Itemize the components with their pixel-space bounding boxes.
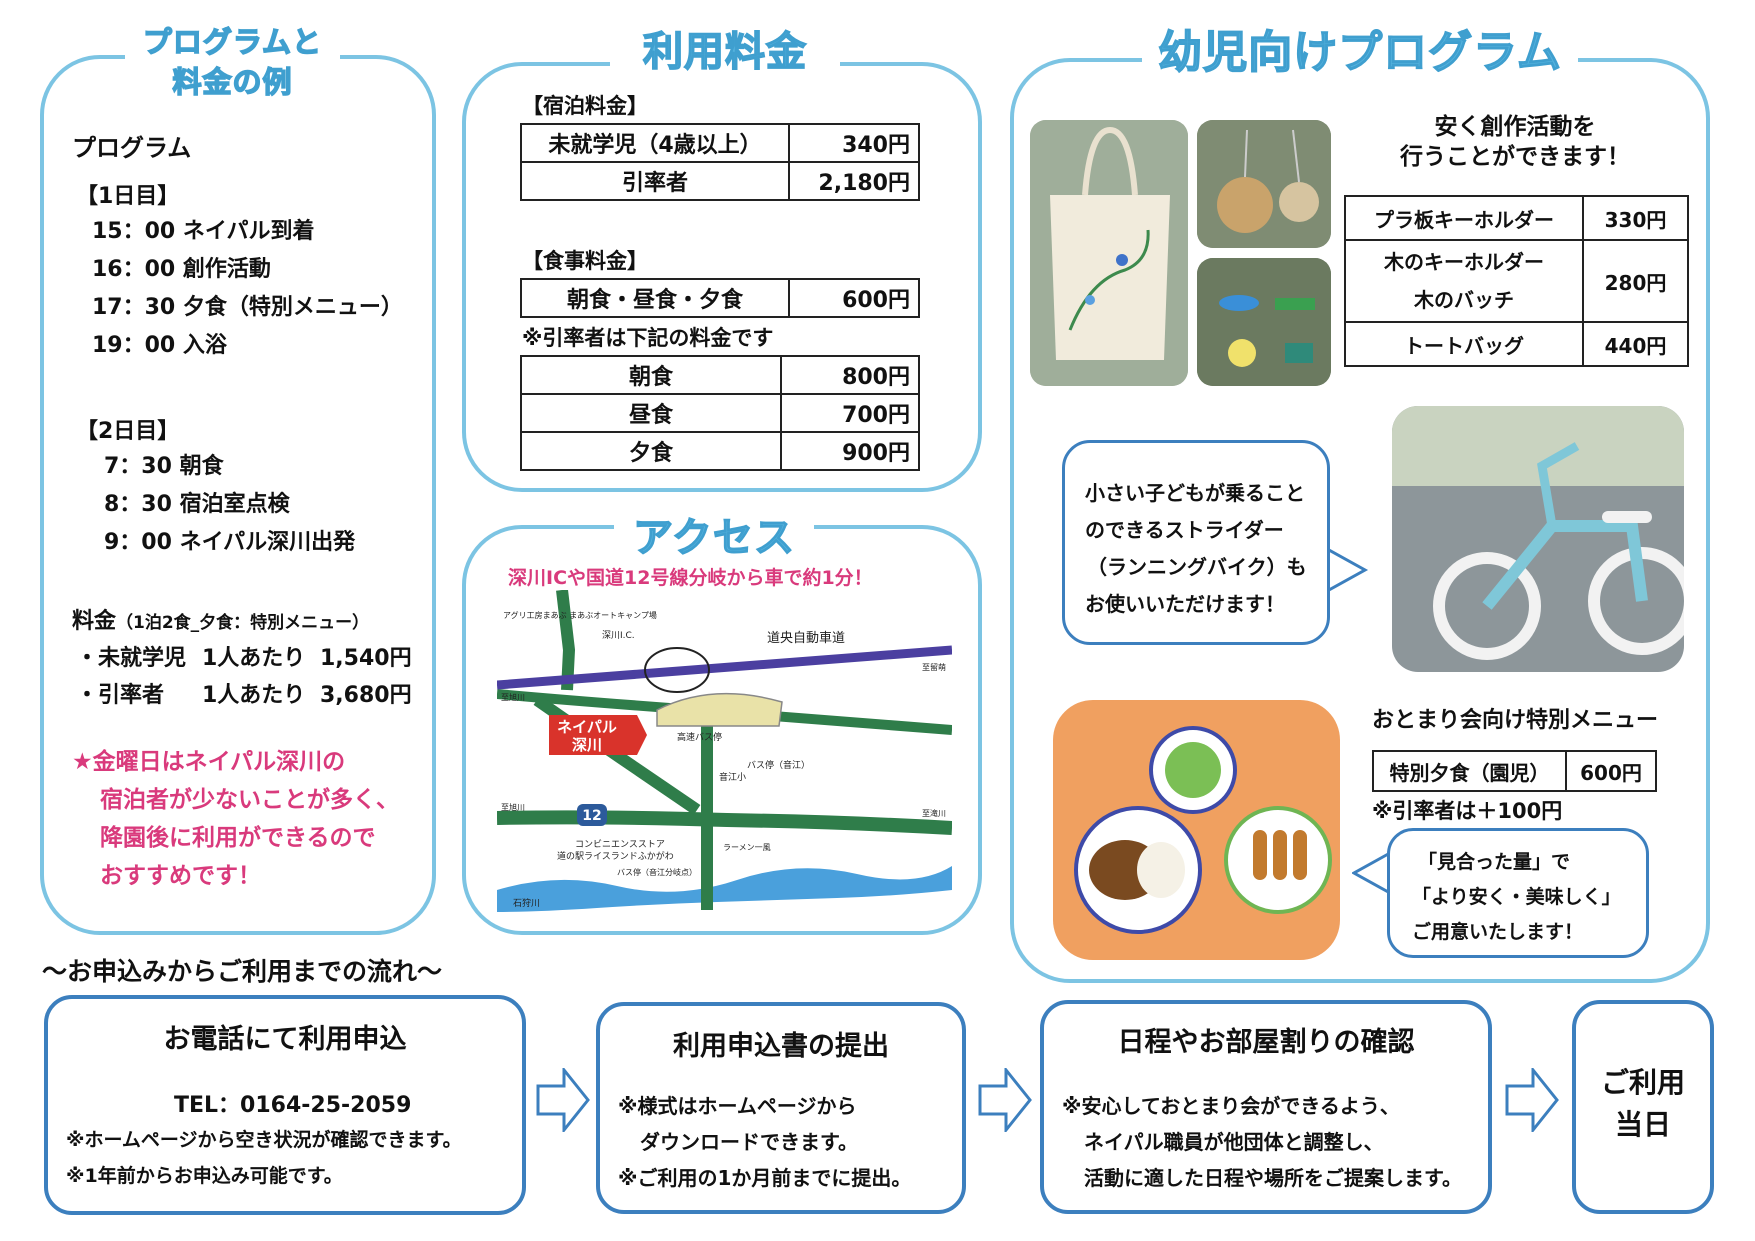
program-panel-title: プログラムと 料金の例 <box>125 22 340 102</box>
flow-step-schedule-check: 日程やお部屋割りの確認 ※安心しておとまり会ができるよう、 ネイパル職員が他団体… <box>1040 1000 1492 1214</box>
school-label: 音江小 <box>719 771 746 783</box>
river-label: 石狩川 <box>513 897 540 909</box>
flow-arrow-icon <box>1505 1068 1559 1132</box>
ic-loop <box>644 647 710 693</box>
north-road <box>556 590 576 691</box>
flow-arrow-icon <box>536 1068 590 1132</box>
day2-label: 【2日目】 <box>76 419 180 444</box>
meal-fee-label: 【食事料金】 <box>522 249 648 273</box>
schedule-item: 8：30 宿泊室点検 <box>104 492 290 517</box>
schedule-item: 19：00 入浴 <box>92 333 227 358</box>
tote-bag-icon <box>1030 120 1188 386</box>
day2-schedule: 7：30 朝食 8：30 宿泊室点検 9：00 ネイパル深川出発 <box>104 448 355 562</box>
schedule-item: 9：00 ネイパル深川出発 <box>104 530 356 555</box>
michinoeki-label: 道の駅ライスランドふかがわ <box>557 850 674 862</box>
strider-bike-icon <box>1392 406 1684 672</box>
neipal-label-1: ネイパル <box>557 718 617 736</box>
access-subtitle: 深川ICや国道12号線分岐から車で約1分！ <box>508 567 873 589</box>
expressway-label: 道央自動車道 <box>767 631 845 646</box>
menu-bubble: 「見合った量」で 「より安く・美味しく」 ご用意いたします！ <box>1387 828 1649 958</box>
convenience-label: コンビニエンスストア <box>575 839 665 850</box>
menu-table: 特別夕食（園児）600円 <box>1372 750 1657 792</box>
ic-label: 深川I.C. <box>602 630 635 641</box>
schedule-item: 7：30 朝食 <box>104 454 224 479</box>
strider-bubble: 小さい子どもが乗ること のできるストライダー （ランニングバイク）も お使いいた… <box>1062 440 1330 645</box>
route-12-road <box>497 810 952 835</box>
strider-bubble-tail <box>1320 543 1369 597</box>
otoe-bus-stop-label: バス停（音江） <box>747 759 810 771</box>
route-12-badge <box>577 804 607 826</box>
stay-fee-label: 【宿泊料金】 <box>522 94 648 118</box>
menu-note: ※引率者は＋100円 <box>1372 799 1563 823</box>
flow-step-day-of-use: ご利用 当日 <box>1572 1000 1714 1214</box>
neipal-label-2: 深川 <box>572 736 602 754</box>
schedule-item: 15：00 ネイパル到着 <box>92 219 315 244</box>
schedule-item: 16：00 創作活動 <box>92 257 271 282</box>
facility-label: アグリ工房まあぶ まあぶオートキャンプ場 <box>503 610 657 620</box>
day1-schedule: 15：00 ネイパル到着 16：00 創作活動 17：30 夕食（特別メニュー）… <box>92 213 403 365</box>
keychain-icon <box>1197 120 1331 248</box>
access-panel-title: アクセス <box>614 512 814 564</box>
keychain-photo <box>1197 120 1331 248</box>
flow-arrow-icon <box>978 1068 1032 1132</box>
to-takikawa-label: 至滝川 <box>922 808 946 818</box>
menu-heading: おとまり会向け特別メニュー <box>1372 708 1659 733</box>
flow-step-phone: お電話にて利用申込 TEL：0164-25-2059 ※ホームページから空き状況… <box>44 995 526 1215</box>
flow-heading: ～お申込みからご利用までの流れ～ <box>42 957 443 986</box>
menu-bubble-tail <box>1352 851 1391 895</box>
tote-bag-photo <box>1030 120 1188 386</box>
river-shape <box>497 866 952 912</box>
neipal-marker <box>549 715 647 755</box>
flow-step-application-form: 利用申込書の提出 ※様式はホームページから ダウンロードできます。 ※ご利用の1… <box>596 1002 966 1214</box>
craft-heading: 安く創作活動を 行うことができます！ <box>1400 114 1630 170</box>
strider-photo <box>1392 406 1684 672</box>
table-row: 未就学児（4歳以上）340円 <box>520 123 920 163</box>
to-asahikawa-label: 至旭川 <box>501 692 525 702</box>
fee-heading: 料金（1泊2食_夕食：特別メニュー） <box>72 609 370 634</box>
facility-building <box>656 692 783 727</box>
friday-note: ★金曜日はネイパル深川の 宿泊者が少ないことが多く、 降園後に利用ができるので … <box>72 749 399 889</box>
meal-photo <box>1053 700 1340 960</box>
to-asahikawa-label-2: 至旭川 <box>501 802 525 812</box>
access-map: ネイパル 深川 12 道央自動車道 深川I.C. アグリ工房まあぶ まあぶオート… <box>497 590 952 918</box>
highway-bus-stop-label: 高速バス停 <box>677 731 722 743</box>
schedule-item: 17：30 夕食（特別メニュー） <box>92 295 403 320</box>
adult-meal-note: ※引率者は下記の料金です <box>522 326 774 350</box>
route-12-number: 12 <box>582 808 601 824</box>
ramen-label: ラーメン一風 <box>723 843 771 852</box>
day1-label: 【1日目】 <box>76 184 180 209</box>
program-panel <box>40 55 436 935</box>
program-heading: プログラム <box>72 134 192 162</box>
plastic-keychain-photo <box>1197 258 1331 386</box>
table-row: 特別夕食（園児）600円 <box>1372 750 1657 792</box>
expressway <box>497 645 952 690</box>
plastic-keychain-icon <box>1197 258 1331 386</box>
to-rumoi-label: 至留萌 <box>922 662 946 672</box>
meal-tray-icon <box>1053 700 1340 960</box>
toddler-program-title: 幼児向けプログラム <box>1142 24 1578 82</box>
branch-bus-stop-label: バス停（音江分岐点） <box>617 867 697 877</box>
fee-panel-title: 利用料金 <box>610 24 840 80</box>
